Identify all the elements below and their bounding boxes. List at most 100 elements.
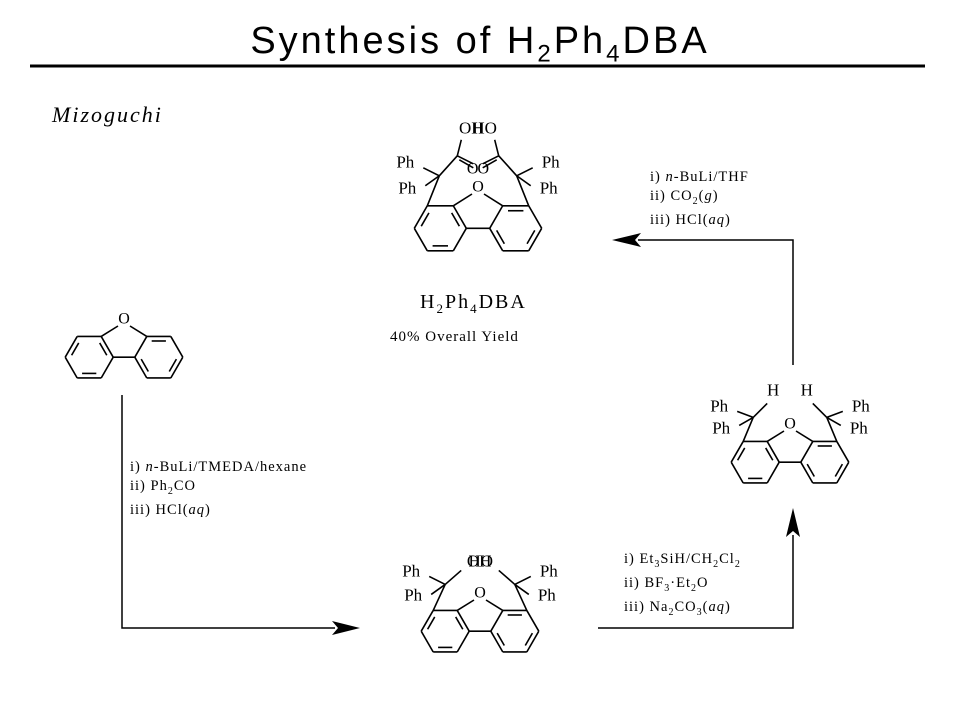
ring-bond (170, 356, 184, 379)
condition-line: iii) Na2CO3(aq) (624, 598, 731, 618)
ring-bond (526, 610, 540, 632)
phenyl-label: Ph (396, 153, 414, 172)
bond (498, 155, 518, 177)
phenyl-label: Ph (542, 153, 560, 172)
bond (444, 569, 462, 586)
conditions-step-2: i) Et3SiH/CH2Cl2 ii) BF3·Et2O iii) Na2CO… (624, 550, 741, 622)
phenyl-label: Ph (540, 179, 558, 198)
ring-bond (64, 356, 78, 379)
ring-double-bond (140, 358, 150, 372)
ring-bond (100, 356, 114, 379)
ring-bond (766, 441, 780, 463)
arrow-step-3 (638, 239, 794, 365)
condition-line: i) n-BuLi/THF (650, 169, 749, 185)
ring-double-bond (736, 447, 746, 461)
ring-bond (413, 227, 428, 252)
bond (456, 139, 463, 156)
arrow-step-1 (121, 395, 335, 629)
phenyl-label: Ph (540, 561, 558, 580)
ring-double-bond (806, 463, 816, 477)
ring-double-bond (496, 632, 506, 646)
bond (738, 416, 754, 427)
phenyl-label: Ph (402, 561, 420, 580)
ring-double-bond (98, 342, 108, 356)
bond (430, 583, 446, 596)
bond (742, 417, 754, 442)
ring-double-bond (524, 632, 534, 646)
ring-bond (800, 461, 814, 484)
author-label: Mizoguchi (52, 102, 163, 127)
ring-bond (836, 461, 850, 484)
ring-double-bond (495, 230, 506, 245)
hydrogen-label: H (767, 380, 779, 399)
ring-bond (489, 205, 504, 229)
ring-bond (528, 205, 543, 229)
bond (438, 155, 458, 177)
condition-line: iii) HCl(aq) (650, 211, 731, 228)
phenyl-label: Ph (404, 585, 422, 604)
ring-bond (490, 630, 504, 653)
condition-line: i) n-BuLi/TMEDA/hexane (130, 459, 308, 475)
bond (752, 402, 768, 418)
oxygen-label: O (474, 585, 486, 602)
hydroxyl-label: HO (472, 119, 497, 138)
phenyl-label: Ph (712, 418, 730, 437)
carbonyl-bond (482, 155, 500, 165)
arrowhead-step-3 (612, 233, 641, 247)
bond (432, 584, 446, 611)
phenyl-label: Ph (852, 396, 870, 415)
ring-bond (836, 441, 850, 463)
ring-bond (64, 336, 78, 358)
conditions-step-3: i) n-BuLi/THF ii) CO2(g) iii) HCl(aq) (650, 168, 749, 230)
ring-double-bond (454, 616, 464, 630)
ring-bond (528, 227, 543, 252)
hydrogen-label: H (801, 380, 813, 399)
oxygen-label: O (784, 416, 796, 433)
arrowhead-step-2 (786, 508, 800, 537)
carbonyl-bond (458, 159, 474, 169)
ring-bond (730, 461, 744, 484)
oxygen-label: O (472, 179, 484, 196)
arrow-step-2 (598, 535, 794, 629)
ring-bond (490, 610, 504, 632)
condition-line: ii) Ph2CO (130, 478, 196, 497)
ether-bond (483, 193, 504, 207)
bond (826, 417, 838, 442)
product-yield: 40% Overall Yield (390, 329, 519, 345)
ring-bond (100, 336, 114, 358)
ring-bond (800, 441, 814, 463)
molecule-dibenzofuran: O (64, 311, 184, 379)
bond (514, 584, 528, 611)
ring-double-bond (764, 447, 774, 461)
ether-bond (129, 325, 148, 338)
bond (812, 402, 828, 418)
ring-bond (452, 205, 467, 229)
bond (424, 175, 440, 187)
bond (493, 139, 500, 156)
condition-line: ii) BF3·Et2O (624, 574, 709, 594)
ring-bond (420, 630, 434, 653)
oxygen-label: O (118, 311, 130, 328)
ring-bond (134, 356, 148, 379)
bond (422, 167, 440, 177)
bond (516, 167, 534, 177)
carbonyl-oxygen-label: O (467, 160, 479, 177)
phenyl-label: Ph (398, 179, 416, 198)
ring-bond (526, 630, 540, 653)
ring-bond (134, 336, 148, 358)
ring-double-bond (426, 616, 436, 630)
ether-bond (456, 599, 475, 612)
bond (426, 175, 441, 207)
carbonyl-bond (482, 159, 498, 169)
ring-double-bond (834, 463, 844, 477)
phenyl-label: Ph (538, 585, 556, 604)
slide-title: Synthesis of H2Ph4DBA (250, 20, 710, 68)
ring-bond (489, 227, 504, 252)
bond (498, 569, 516, 586)
phenyl-label: Ph (710, 396, 728, 415)
condition-line: i) Et3SiH/CH2Cl2 (624, 551, 741, 570)
